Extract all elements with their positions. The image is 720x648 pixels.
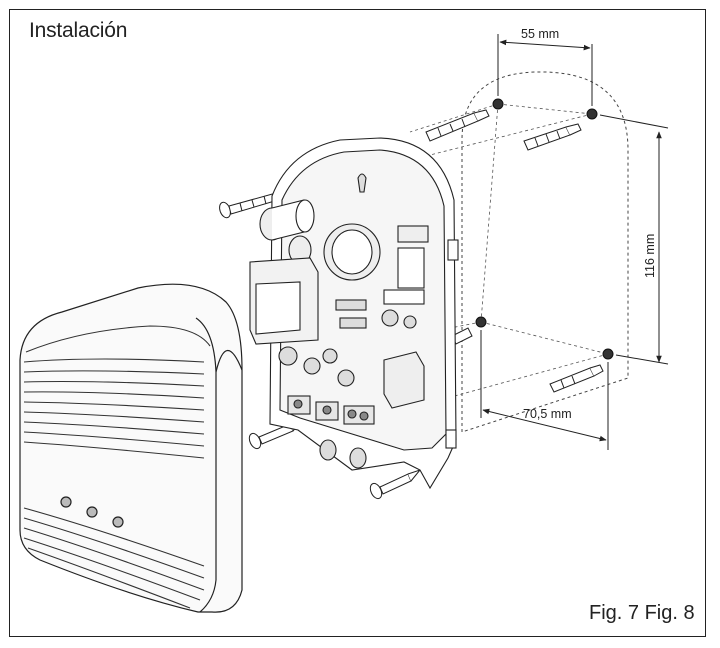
hole-bottom-left <box>475 316 487 328</box>
figure-caption: Fig. 7 Fig. 8 <box>589 602 695 624</box>
wall-plug <box>549 364 604 393</box>
wall-plug <box>425 109 490 142</box>
dimension-70-5-label: 70,5 mm <box>523 407 572 421</box>
mounting-holes <box>475 98 614 360</box>
figure-frame <box>9 9 706 637</box>
dimension-55-label: 55 mm <box>521 27 559 41</box>
wall-plugs <box>425 109 604 393</box>
screw <box>369 468 422 500</box>
wall-plug <box>523 123 582 151</box>
hole-top-right <box>586 108 598 120</box>
led-indicator <box>86 506 98 518</box>
wall-outline <box>461 71 629 433</box>
dimension-116 <box>599 114 669 365</box>
dimension-70-5 <box>480 330 609 450</box>
hole-top-left <box>492 98 504 110</box>
alignment-lines <box>409 103 609 401</box>
hole-bottom-right <box>602 348 614 360</box>
front-cover <box>19 283 243 613</box>
figure-title: Instalación <box>29 19 128 42</box>
dimension-116-label: 116 mm <box>643 234 657 278</box>
dimension-55 <box>497 34 593 106</box>
led-indicator <box>60 496 72 508</box>
led-indicator <box>112 516 124 528</box>
base-with-circuit-board <box>249 137 459 490</box>
